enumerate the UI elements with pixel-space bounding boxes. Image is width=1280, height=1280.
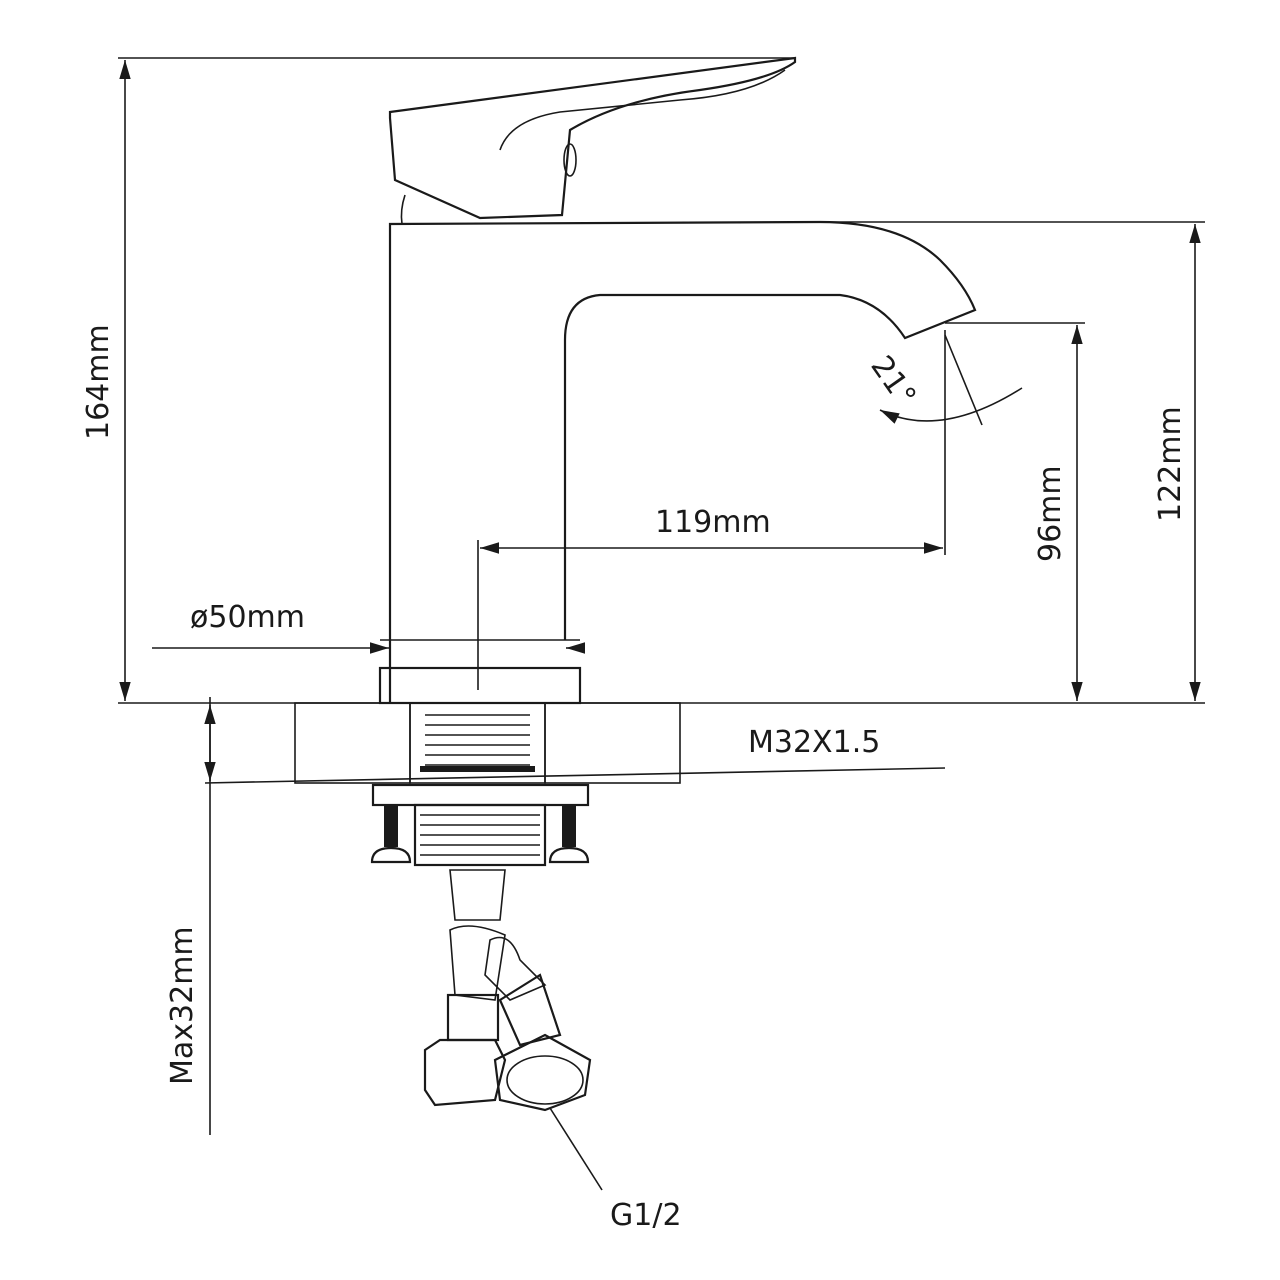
label-base-diameter: ø50mm [190,600,305,635]
label-outlet-height: 96mm [1033,465,1068,562]
label-total-height: 164mm [81,324,116,440]
mounting-hardware [370,783,590,867]
label-hose-connection: G1/2 [610,1198,682,1233]
label-spout-height: 122mm [1153,406,1188,522]
faucet-body [378,220,977,705]
label-thread: M32X1.5 [748,725,880,760]
supply-hoses [423,869,592,1112]
label-spout-angle: 21° [863,350,922,414]
countertop-section [294,702,681,784]
label-spout-reach: 119mm [655,505,771,540]
faucet-handle [388,56,797,225]
label-max-thickness: Max32mm [165,926,200,1085]
